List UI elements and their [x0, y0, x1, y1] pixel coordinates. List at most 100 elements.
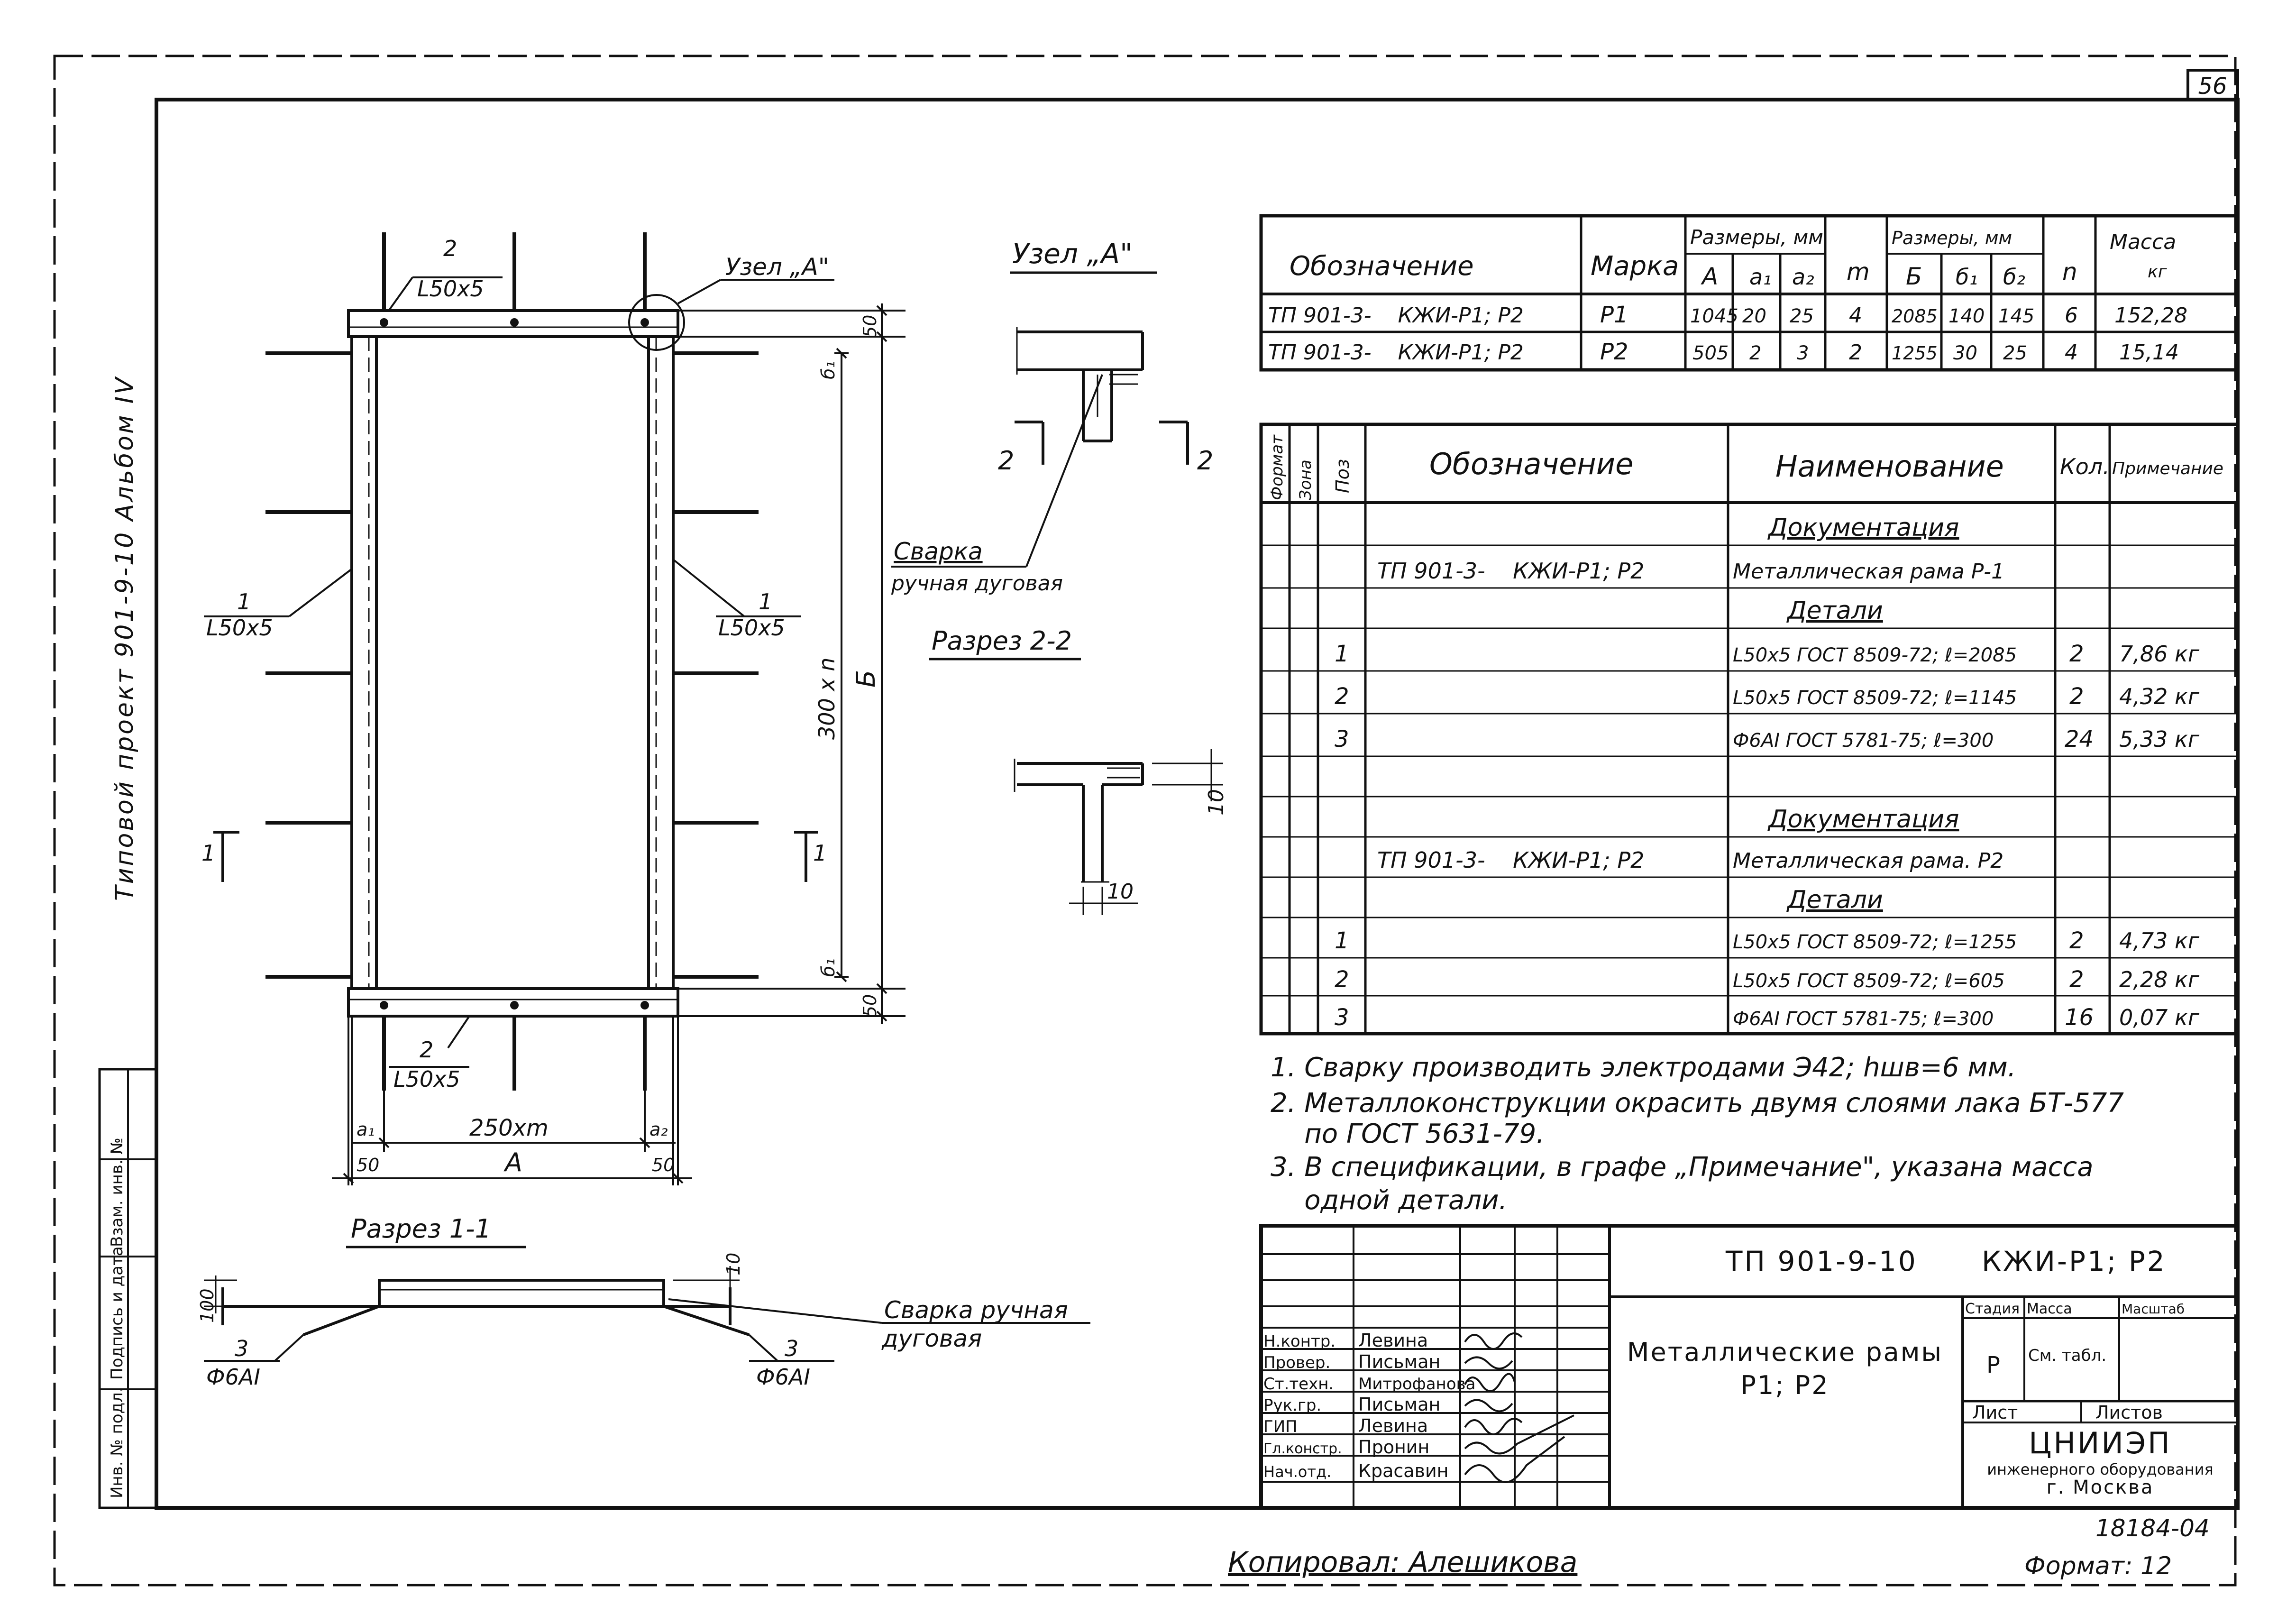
svg-text:L50x5 ГОСТ 8509-72; ℓ=1255: L50x5 ГОСТ 8509-72; ℓ=1255 [1733, 931, 2017, 953]
svg-text:2: 2 [1849, 340, 1862, 365]
section-2-2: Разрез 2-2 10 10 [929, 626, 1228, 915]
svg-text:Р1: Р1 [1600, 302, 1628, 328]
svg-text:Нач.отд.: Нач.отд. [1263, 1463, 1331, 1481]
section-1-1-bar-right-pos: 3 [785, 1336, 798, 1361]
svg-text:2,28 кг: 2,28 кг [2119, 967, 2200, 992]
mass-label: Масса [2027, 1301, 2072, 1317]
svg-text:1255: 1255 [1892, 343, 1938, 364]
svg-text:Гл.констр.: Гл.констр. [1263, 1440, 1342, 1457]
svg-text:Ст.техн.: Ст.техн. [1263, 1375, 1334, 1394]
note-line: одной детали. [1271, 1185, 1507, 1216]
spec-header-format: Формат [1268, 434, 1287, 500]
doc-code: ТП 901-9-10 [1725, 1245, 1918, 1277]
dim-a1: a₁ [357, 1119, 375, 1140]
svg-text:Митрофанова: Митрофанова [1358, 1375, 1475, 1394]
sizes-header-mark: Марка [1591, 251, 1679, 282]
spec-table: Формат Зона Поз Обозначение Наименование… [1259, 422, 2240, 1036]
svg-text:ТП 901-3- КЖИ-Р1; Р2: ТП 901-3- КЖИ-Р1; Р2 [1268, 303, 1524, 328]
note-line: 2. Металлоконструкции окрасить двумя сло… [1271, 1088, 2124, 1119]
svg-text:2: 2 [1749, 342, 1761, 364]
svg-text:30: 30 [1953, 342, 1977, 364]
node-a-section-right: 2 [1197, 446, 1213, 476]
svg-text:Письман: Письман [1358, 1394, 1440, 1415]
dim-bottom-b1: б₁ [818, 958, 839, 977]
svg-text:Документация: Документация [1767, 805, 1959, 834]
svg-text:Письман: Письман [1358, 1351, 1440, 1372]
svg-text:3: 3 [1797, 342, 1809, 364]
anchor-bars-left [265, 351, 352, 979]
section-1-1-dim-top: 10 [723, 1253, 744, 1275]
spec-header-pos: Поз [1332, 459, 1353, 493]
svg-text:505: 505 [1692, 342, 1729, 364]
side-stamp-inv: Инв. № подл. [108, 1387, 127, 1498]
section-1-1-weld-line1: Сварка ручная [884, 1296, 1068, 1324]
spec-header-designation: Обозначение [1429, 447, 1633, 481]
section-mark-1-left: 1 [201, 840, 215, 866]
sizes-row: ТП 901-3- КЖИ-Р1; Р2 Р1 1045 20 25 4 208… [1268, 302, 2187, 328]
sizes-header-mass-unit: кг [2148, 262, 2168, 282]
sizes-header-m: m [1847, 258, 1870, 285]
table-row: 3 Ф6AI ГОСТ 5781-75; ℓ=300 24 5,33 кг [1335, 726, 2200, 752]
svg-text:L50x5 ГОСТ 8509-72; ℓ=1145: L50x5 ГОСТ 8509-72; ℓ=1145 [1733, 687, 2017, 709]
table-row: Детали [1786, 886, 1883, 914]
doc-mark: КЖИ-Р1; Р2 [1982, 1245, 2167, 1277]
outer-trim-border [53, 55, 2237, 1587]
sizes-header-b1: б₁ [1956, 264, 1978, 290]
svg-text:Р2: Р2 [1600, 339, 1628, 365]
org-line3: г. Москва [2047, 1477, 2154, 1498]
table-row: 3 Ф6AI ГОСТ 5781-75; ℓ=300 16 0,07 кг [1335, 1004, 2200, 1031]
top-angle-profile: L50x5 [417, 276, 484, 302]
table-row: ТП 901-3- КЖИ-Р1; Р2 Металлическая рама.… [1377, 847, 2003, 873]
top-angle-pos: 2 [443, 236, 457, 261]
dim-pitch-vertical: 300 x n [814, 658, 840, 740]
svg-text:2: 2 [2069, 966, 2084, 993]
note-line: 3. В спецификации, в графе „Примечание",… [1271, 1152, 2094, 1183]
side-stamp-replace: Взам. инв. № [108, 1138, 127, 1247]
dim-total-horizontal: A [503, 1147, 522, 1177]
svg-text:4: 4 [1849, 303, 1862, 328]
section-1-1-bar-right-name: Ф6AI [756, 1364, 810, 1390]
section-1-1-title: Разрез 1-1 [351, 1214, 491, 1244]
svg-text:2: 2 [1335, 966, 1349, 993]
section-1-1-bar-left-name: Ф6AI [206, 1364, 260, 1390]
sizes-header-b2: б₂ [2003, 264, 2025, 290]
section-2-2-dim-vertical: 10 [1204, 789, 1228, 816]
sizes-header-a2: a₂ [1792, 264, 1814, 290]
section-2-2-dim-horizontal: 10 [1107, 880, 1134, 904]
page-number-box [2186, 69, 2239, 101]
frame-plan-view: Узел „А" 2 L50x5 2 L50x5 1 L50x5 1 L50x5 [201, 232, 906, 1185]
svg-text:4,32 кг: 4,32 кг [2119, 684, 2200, 709]
svg-text:20: 20 [1742, 305, 1766, 327]
svg-text:Ф6AI ГОСТ 5781-75; ℓ=300: Ф6AI ГОСТ 5781-75; ℓ=300 [1733, 730, 1994, 752]
svg-text:ТП 901-3- КЖИ-Р1; Р2: ТП 901-3- КЖИ-Р1; Р2 [1377, 558, 1644, 584]
svg-text:15,14: 15,14 [2119, 340, 2179, 365]
svg-text:ТП 901-3- КЖИ-Р1; Р2: ТП 901-3- КЖИ-Р1; Р2 [1268, 340, 1524, 365]
svg-text:2: 2 [1335, 683, 1349, 710]
bottom-angle-pos: 2 [420, 1037, 433, 1063]
dim-top-b1: б₁ [818, 361, 839, 379]
left-angle-profile: L50x5 [206, 615, 273, 641]
stage-value: Р [1986, 1352, 2000, 1378]
node-a-section-left: 2 [998, 446, 1014, 476]
table-row: 1 L50x5 ГОСТ 8509-72; ℓ=1255 2 4,73 кг [1335, 927, 2200, 954]
album-side-label: Типовой проект 901-9-10 Альбом IV [110, 376, 139, 901]
sizes-table: Обозначение Марка Размеры, мм A a₁ a₂ m … [1259, 214, 2240, 372]
dim-bottom-50: 50 [860, 994, 880, 1017]
org-line1: ЦНИИЭП [2029, 1426, 2171, 1460]
side-stamp: Инв. № подл. Подпись и дата Взам. инв. № [98, 1068, 158, 1509]
svg-text:Красавин: Красавин [1358, 1460, 1449, 1481]
svg-text:Ф6AI ГОСТ 5781-75; ℓ=300: Ф6AI ГОСТ 5781-75; ℓ=300 [1733, 1008, 1994, 1030]
svg-text:5,33 кг: 5,33 кг [2119, 726, 2200, 752]
scale-label: Масштаб [2122, 1301, 2185, 1317]
sizes-header-B: Б [1906, 263, 1922, 290]
svg-text:Металлическая рама. Р2: Металлическая рама. Р2 [1733, 849, 2003, 873]
right-angle [647, 335, 675, 990]
svg-text:140: 140 [1948, 305, 1985, 327]
svg-text:152,28: 152,28 [2114, 303, 2187, 328]
horizontal-dimensions [332, 1016, 692, 1185]
sheet-label: Лист [1972, 1402, 2018, 1423]
sizes-header-n: n [2062, 258, 2077, 285]
note-line: 1. Сварку производить электродами Э42; h… [1271, 1052, 2016, 1083]
section-2-2-title: Разрез 2-2 [932, 626, 1072, 656]
